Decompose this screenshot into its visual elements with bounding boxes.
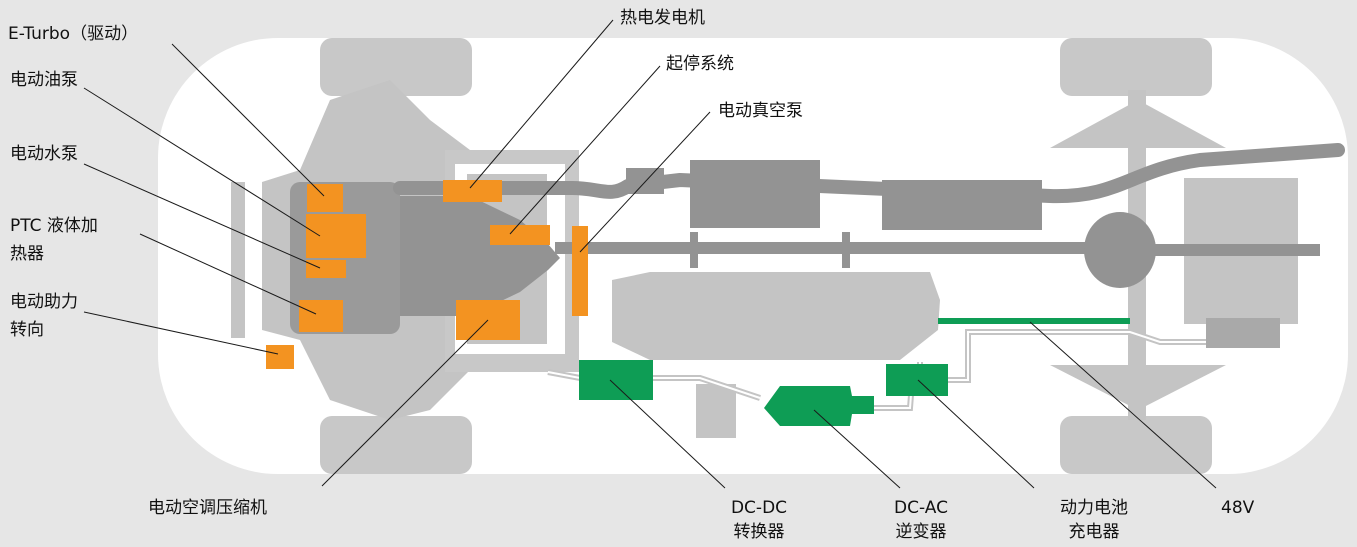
label-ptc-line1: PTC 液体加 bbox=[10, 216, 98, 236]
leader-oil-pump bbox=[83, 87, 321, 237]
ptc-heater-component bbox=[299, 300, 343, 332]
wheel-front-left bbox=[320, 38, 472, 96]
leader-vacuum-pump bbox=[579, 111, 711, 253]
cable-48v bbox=[938, 318, 1130, 324]
exhaust-muffler-2 bbox=[882, 180, 1042, 230]
label-thermo-generator: 热电发电机 bbox=[620, 8, 705, 28]
label-dcdc-line1: DC-DC bbox=[730, 498, 788, 518]
leader-eps bbox=[83, 311, 279, 355]
dcdc-converter-component bbox=[579, 360, 653, 400]
leader-dcac bbox=[813, 409, 901, 489]
eturbo-component bbox=[307, 184, 343, 212]
rear-shaft bbox=[1120, 244, 1320, 256]
wheel-rear-right bbox=[1060, 416, 1212, 474]
label-dcac-line1: DC-AC bbox=[894, 498, 948, 518]
label-eps-line1: 电动助力 bbox=[10, 292, 78, 312]
leader-thermo-gen bbox=[469, 19, 614, 189]
leader-water-pump bbox=[83, 163, 321, 269]
front-bumper-bar bbox=[231, 182, 245, 338]
label-eps-line2: 转向 bbox=[10, 320, 44, 340]
shaft-joint-2 bbox=[842, 232, 850, 268]
drive-shaft bbox=[555, 242, 1095, 254]
label-eturbo: E-Turbo（驱动） bbox=[8, 24, 139, 44]
battery-charger-component bbox=[886, 364, 948, 396]
label-start-stop: 起停系统 bbox=[666, 54, 734, 74]
leader-eturbo bbox=[171, 43, 325, 197]
exhaust-joint bbox=[626, 168, 664, 194]
rear-box-lower bbox=[1206, 318, 1280, 348]
wiring-right-inner bbox=[948, 331, 1206, 381]
wheel-rear-left bbox=[1060, 38, 1212, 96]
label-water-pump: 电动水泵 bbox=[10, 144, 78, 164]
water-pump-component bbox=[306, 260, 346, 278]
vacuum-pump-component bbox=[572, 226, 588, 316]
label-vacuum-pump: 电动真空泵 bbox=[718, 101, 803, 121]
label-ac-compressor: 电动空调压缩机 bbox=[148, 498, 267, 518]
dcac-inverter-component bbox=[764, 386, 874, 426]
center-block bbox=[696, 384, 736, 438]
rear-suspension-top bbox=[1050, 100, 1226, 148]
leader-ac-compressor bbox=[321, 319, 489, 487]
label-charger-line1: 动力电池 bbox=[1060, 498, 1128, 518]
start-stop-component bbox=[490, 225, 550, 245]
leader-ptc bbox=[139, 233, 317, 315]
leader-charger bbox=[917, 379, 1035, 489]
exhaust-muffler-1 bbox=[690, 160, 820, 228]
leader-start-stop bbox=[509, 65, 661, 235]
label-charger-line2: 充电器 bbox=[1068, 522, 1120, 542]
label-oil-pump: 电动油泵 bbox=[10, 70, 78, 90]
oil-pump-component bbox=[306, 214, 366, 258]
eps-component bbox=[266, 345, 294, 369]
leader-dcdc bbox=[609, 379, 726, 489]
wheel-front-right bbox=[320, 416, 472, 474]
label-dcac-line2: 逆变器 bbox=[895, 522, 947, 542]
label-48v: 48V bbox=[1221, 498, 1255, 518]
rear-suspension-bottom bbox=[1050, 365, 1226, 410]
leader-lines bbox=[83, 19, 1217, 489]
exhaust-pipe bbox=[393, 143, 1345, 204]
label-ptc-line2: 热器 bbox=[10, 244, 44, 264]
leader-48v bbox=[1029, 321, 1217, 489]
fuel-tank bbox=[612, 272, 940, 360]
shaft-joint-1 bbox=[690, 232, 698, 268]
thermo-generator-component bbox=[443, 180, 502, 202]
label-dcdc-line2: 转换器 bbox=[733, 522, 785, 542]
